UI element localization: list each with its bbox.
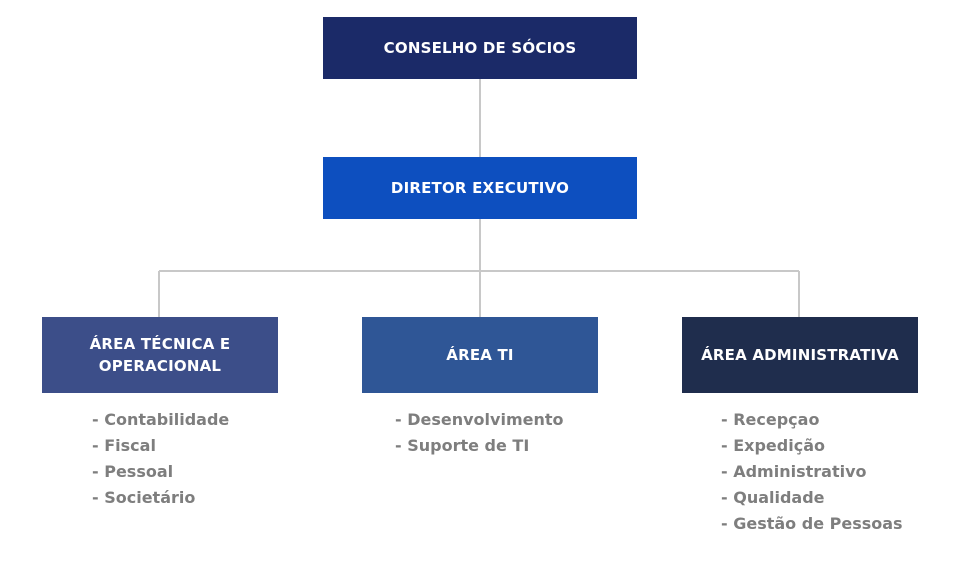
administrative-items-list: Recepçao Expedição Administrativo Qualid…: [721, 407, 903, 537]
list-item: Suporte de TI: [395, 433, 564, 459]
area-it-label: ÁREA TI: [446, 346, 514, 364]
list-item: Recepçao: [721, 407, 903, 433]
list-item: Pessoal: [92, 459, 229, 485]
area-administrative-label: ÁREA ADMINISTRATIVA: [701, 346, 899, 364]
it-items-list: Desenvolvimento Suporte de TI: [395, 407, 564, 459]
area-administrative-box: ÁREA ADMINISTRATIVA: [682, 317, 918, 393]
list-item: Gestão de Pessoas: [721, 511, 902, 537]
list-item: Contabilidade: [92, 407, 229, 433]
executive-box: DIRETOR EXECUTIVO: [323, 157, 637, 219]
area-technical-label: ÁREA TÉCNICA E OPERACIONAL: [89, 335, 231, 375]
list-item: Expedição: [721, 433, 903, 459]
executive-label: DIRETOR EXECUTIVO: [390, 179, 570, 197]
list-item: Societário: [92, 485, 229, 511]
list-item: Fiscal: [92, 433, 229, 459]
board-box: CONSELHO DE SÓCIOS: [323, 17, 637, 79]
list-item: Qualidade: [721, 485, 903, 511]
technical-items-list: Contabilidade Fiscal Pessoal Societário: [92, 407, 229, 511]
area-technical-box: ÁREA TÉCNICA E OPERACIONAL: [42, 317, 278, 393]
area-it-box: ÁREA TI: [362, 317, 598, 393]
list-item: Desenvolvimento: [395, 407, 563, 433]
board-label: CONSELHO DE SÓCIOS: [383, 39, 577, 57]
list-item: Administrativo: [721, 459, 903, 485]
